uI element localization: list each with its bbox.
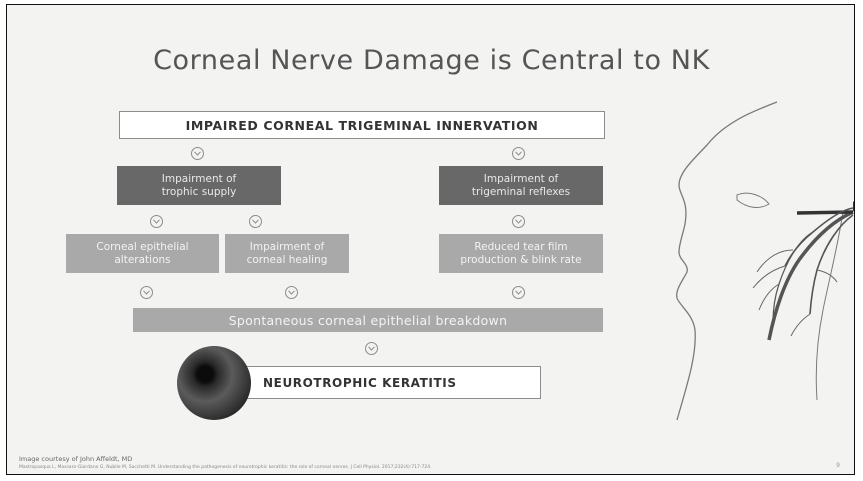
corneal-healing-box: Impairment of corneal healing — [225, 234, 349, 273]
arrow-down-icon — [150, 215, 163, 228]
arrow-down-icon — [365, 342, 378, 355]
root-box: IMPAIRED CORNEAL TRIGEMINAL INNERVATION — [119, 111, 605, 139]
arrow-down-icon — [285, 286, 298, 299]
arrow-down-icon — [140, 286, 153, 299]
eye-image — [177, 346, 251, 420]
trophic-supply-label: Impairment of trophic supply — [144, 173, 254, 199]
trigeminal-reflexes-label: Impairment of trigeminal reflexes — [461, 173, 581, 199]
epithelial-alterations-label: Corneal epithelial alterations — [88, 241, 198, 267]
slide-title: Corneal Nerve Damage is Central to NK — [7, 45, 855, 76]
neurotrophic-keratitis-box: NEUROTROPHIC KERATITIS — [207, 366, 541, 399]
arrow-down-icon — [191, 147, 204, 160]
epithelial-breakdown-box: Spontaneous corneal epithelial breakdown — [133, 308, 603, 332]
page-number: 9 — [836, 462, 840, 469]
arrow-down-icon — [512, 215, 525, 228]
arrow-down-icon — [512, 286, 525, 299]
trigeminal-reflexes-box: Impairment of trigeminal reflexes — [439, 166, 603, 205]
epithelial-alterations-box: Corneal epithelial alterations — [66, 234, 219, 273]
face-nerve-illustration — [667, 100, 855, 430]
image-credit: Image courtesy of John Affeldt, MD — [19, 455, 132, 463]
trophic-supply-box: Impairment of trophic supply — [117, 166, 281, 205]
tear-film-label: Reduced tear film production & blink rat… — [451, 241, 591, 267]
corneal-healing-label: Impairment of corneal healing — [232, 241, 342, 267]
arrow-down-icon — [512, 147, 525, 160]
reference-citation: Mastropasqua L, Massaro-Giordano G, Nubi… — [19, 465, 432, 470]
slide: Corneal Nerve Damage is Central to NK IM… — [6, 4, 855, 475]
arrow-down-icon — [249, 215, 262, 228]
tear-film-box: Reduced tear film production & blink rat… — [439, 234, 603, 273]
